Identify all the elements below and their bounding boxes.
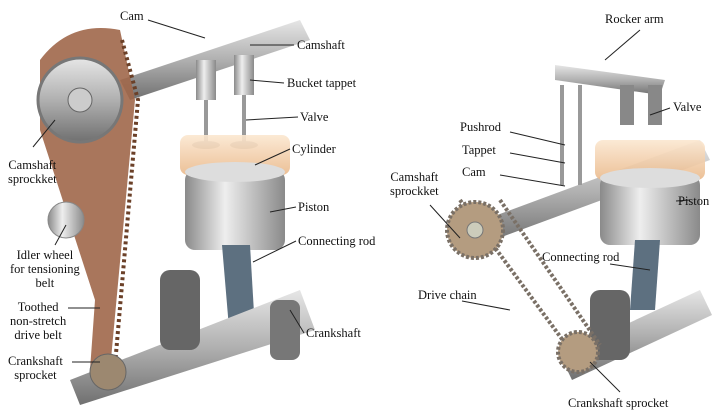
label-rocker-arm: Rocker arm [605,12,664,26]
label-idler-wheel: Idler wheel for tensioning belt [10,248,80,290]
label-valve-right: Valve [673,100,702,114]
label-line: sprockket [8,172,57,186]
label-pushrod: Pushrod [460,120,501,134]
label-line: Camshaft [8,158,57,172]
label-line: Crankshaft [8,354,63,368]
label-camshaft-sprocket-right: Camshaft sprockket [390,170,439,198]
label-line: belt [35,276,55,290]
label-line: drive belt [14,328,62,342]
label-line: Idler wheel [16,248,74,262]
label-tappet: Tappet [462,143,496,157]
label-camshaft-sprocket-left: Camshaft sprockket [8,158,57,186]
right-connecting-rod [630,240,660,310]
label-drive-belt: Toothed non-stretch drive belt [10,300,66,342]
label-crankshaft-sprocket-left: Crankshaft sprocket [8,354,63,382]
label-cylinder: Cylinder [292,142,336,156]
right-crankshaft-sprocket [556,330,600,374]
left-piston [185,162,285,250]
leader-lines [32,19,691,393]
left-idler-wheel [47,201,85,239]
label-connecting-rod-left: Connecting rod [298,234,376,248]
label-bucket-tappet: Bucket tappet [287,76,357,90]
left-valves [192,55,258,149]
label-piston-right: Piston [678,194,710,208]
label-connecting-rod-right: Connecting rod [542,250,620,264]
label-piston-left: Piston [298,200,330,214]
right-piston [600,168,700,245]
label-line: Camshaft [390,170,439,184]
left-crankshaft [70,270,315,405]
label-crankshaft-sprocket-right: Crankshaft sprocket [568,396,669,410]
label-line: for tensioning [10,262,80,276]
label-line: non-stretch [10,314,67,328]
label-cam-left: Cam [120,9,144,23]
label-cam-right: Cam [462,165,486,179]
label-line: Toothed [17,300,59,314]
right-rocker-arms [555,65,665,185]
label-crankshaft: Crankshaft [306,326,361,340]
label-valve-left: Valve [300,110,329,124]
label-camshaft: Camshaft [297,38,345,52]
label-line: sprockket [390,184,439,198]
label-drive-chain: Drive chain [418,288,477,302]
label-line: sprocket [14,368,57,382]
